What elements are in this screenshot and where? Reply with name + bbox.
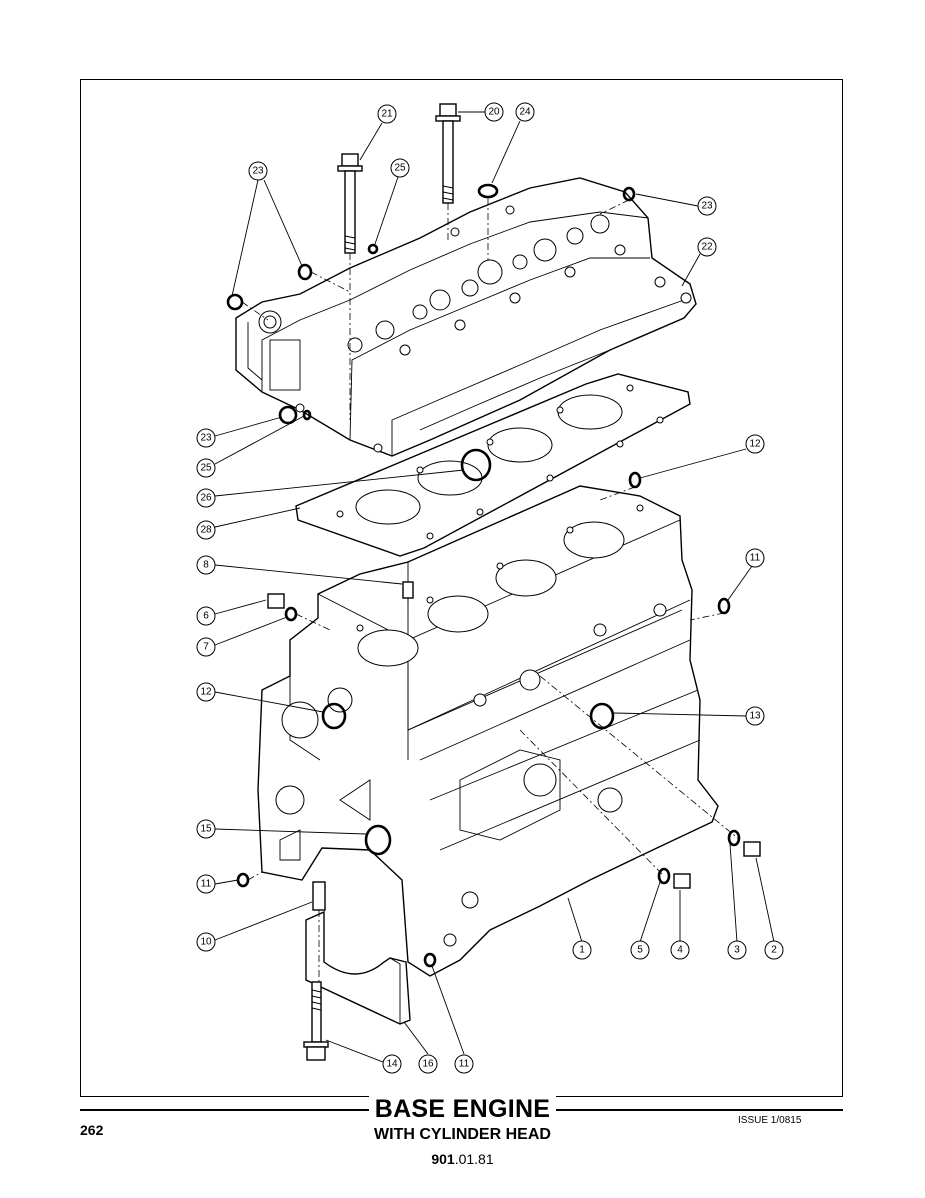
head-bolt-20: [435, 103, 461, 204]
main-bearing-cap: [305, 910, 411, 1025]
callout-label: 26: [200, 493, 212, 504]
callout: 16: [418, 1054, 438, 1074]
callout: 23: [697, 196, 717, 216]
callout-label: 8: [203, 560, 209, 571]
section-code: 901.01.81: [0, 1151, 925, 1167]
callout: 20: [484, 102, 504, 122]
callout-label: 21: [381, 109, 393, 120]
section-code-minor: .01.81: [454, 1151, 494, 1167]
callout-label: 4: [677, 945, 683, 956]
head-gasket: [295, 373, 691, 557]
callout-label: 24: [519, 107, 531, 118]
title-rule-left: [80, 1109, 370, 1111]
callout: 8: [196, 555, 216, 575]
cylinder-head: [235, 177, 697, 457]
callout-label: 10: [200, 937, 212, 948]
callout-label: 16: [422, 1059, 434, 1070]
callout: 2: [764, 940, 784, 960]
callout: 26: [196, 488, 216, 508]
callout: 6: [196, 606, 216, 626]
callout-label: 11: [459, 1059, 470, 1070]
bearing-cap-bolt-14: [303, 981, 329, 1061]
callout: 12: [196, 682, 216, 702]
callout-label: 5: [637, 945, 643, 956]
callout: 25: [196, 458, 216, 478]
callout: 11: [745, 548, 765, 568]
callout-label: 13: [749, 711, 761, 722]
callout: 3: [727, 940, 747, 960]
callout: 13: [745, 706, 765, 726]
callout-label: 3: [734, 945, 740, 956]
seals-and-plugs: [226, 183, 761, 968]
callout-label: 25: [200, 463, 212, 474]
title-rule-right: [556, 1109, 843, 1111]
callout-label: 1: [579, 945, 585, 956]
callout: 23: [248, 161, 268, 181]
callout: 1: [572, 940, 592, 960]
callout-label: 11: [750, 553, 761, 564]
callout: 11: [454, 1054, 474, 1074]
callout-label: 2: [771, 945, 777, 956]
callout-balloons: 21 20 24 23 25 23 22 23 25 26 28 12 8 11…: [196, 102, 784, 1074]
cylinder-block: [257, 485, 719, 977]
callout-label: 7: [203, 642, 209, 653]
callout: 12: [745, 434, 765, 454]
leader-lines: [214, 111, 775, 1063]
section-code-major: 901: [431, 1151, 455, 1167]
callout: 22: [697, 237, 717, 257]
head-bolt-21: [337, 153, 363, 254]
page-title-text: BASE ENGINE: [368, 1095, 557, 1124]
callout: 4: [670, 940, 690, 960]
callout-label: 28: [200, 525, 212, 536]
callout: 15: [196, 819, 216, 839]
callout: 25: [390, 158, 410, 178]
callout: 28: [196, 520, 216, 540]
callout: 14: [382, 1054, 402, 1074]
callout-label: 23: [200, 433, 212, 444]
page-title: BASE ENGINE: [0, 1095, 925, 1124]
callout-label: 23: [252, 166, 264, 177]
callout: 21: [377, 104, 397, 124]
callout-label: 15: [200, 824, 212, 835]
callout: 24: [515, 102, 535, 122]
callout: 23: [196, 428, 216, 448]
callout: 5: [630, 940, 650, 960]
callout-label: 14: [386, 1059, 398, 1070]
callout: 10: [196, 932, 216, 952]
page-number: 262: [80, 1122, 104, 1138]
assembly-lines: [241, 198, 741, 982]
callout-label: 23: [701, 201, 713, 212]
callout: 11: [196, 874, 216, 894]
callout-label: 25: [394, 163, 406, 174]
callout: 7: [196, 637, 216, 657]
callout-label: 11: [201, 879, 212, 890]
callout-label: 6: [203, 611, 209, 622]
issue-label: ISSUE 1/0815: [738, 1115, 802, 1126]
callout-label: 12: [200, 687, 212, 698]
page-subtitle: WITH CYLINDER HEAD: [374, 1126, 551, 1143]
callout-label: 12: [749, 439, 761, 450]
callout-label: 20: [488, 107, 500, 118]
callout-label: 22: [701, 242, 713, 253]
